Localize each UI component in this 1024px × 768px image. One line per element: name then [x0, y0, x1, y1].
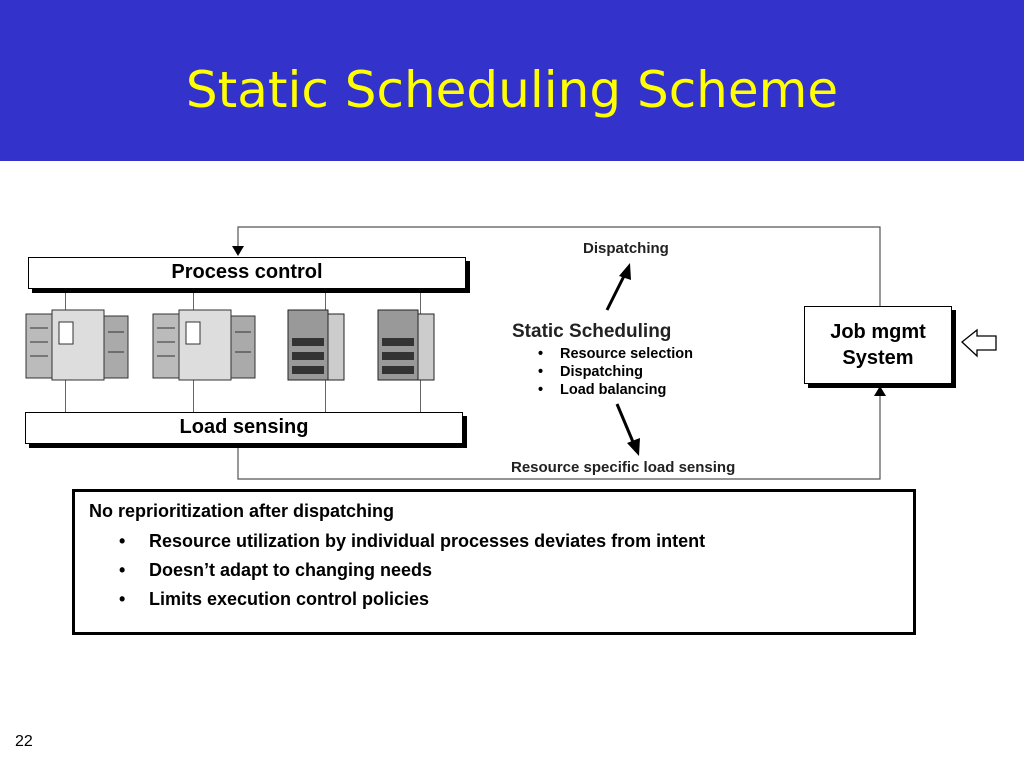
arrowhead-load-sensing [627, 438, 640, 456]
notes-box: No reprioritization after dispatching Re… [72, 489, 916, 635]
load-sensing-bar: Load sensing [25, 412, 463, 444]
process-control-bar: Process control [28, 257, 466, 289]
list-item: Dispatching [538, 363, 693, 381]
arrow-to-load-sensing [615, 403, 635, 443]
arrowhead-up-job [874, 386, 886, 396]
slide-title: Static Scheduling Scheme [185, 61, 839, 119]
job-mgmt-system-box: Job mgmt System [804, 306, 952, 384]
page-number: 22 [15, 733, 33, 750]
job-mgmt-line1: Job mgmt [830, 321, 926, 343]
feedback-line-bottom [237, 394, 881, 480]
feedback-line-top [237, 226, 881, 306]
server-icon [25, 309, 129, 381]
dispatching-label: Dispatching [583, 240, 669, 257]
arrow-to-dispatching [605, 273, 627, 311]
notes-heading: No reprioritization after dispatching [89, 501, 395, 521]
static-scheduling-list: Resource selection Dispatching Load bala… [538, 345, 693, 399]
input-arrow-icon [961, 328, 997, 358]
title-bar: Static Scheduling Scheme [0, 0, 1024, 161]
list-item: Resource utilization by individual proce… [119, 527, 705, 556]
list-item: Resource selection [538, 345, 693, 363]
server-icon [152, 309, 256, 381]
job-mgmt-line2: System [842, 347, 914, 369]
list-item: Limits execution control policies [119, 585, 705, 614]
resource-load-sensing-label: Resource specific load sensing [511, 459, 736, 476]
arrowhead-dispatching [619, 263, 631, 280]
server-icon [287, 309, 345, 381]
list-item: Doesn’t adapt to changing needs [119, 556, 705, 585]
list-item: Load balancing [538, 381, 693, 399]
arrowhead-down-process [232, 246, 244, 256]
notes-list: Resource utilization by individual proce… [119, 527, 705, 614]
static-scheduling-heading: Static Scheduling [512, 321, 672, 342]
server-icon [377, 309, 435, 381]
